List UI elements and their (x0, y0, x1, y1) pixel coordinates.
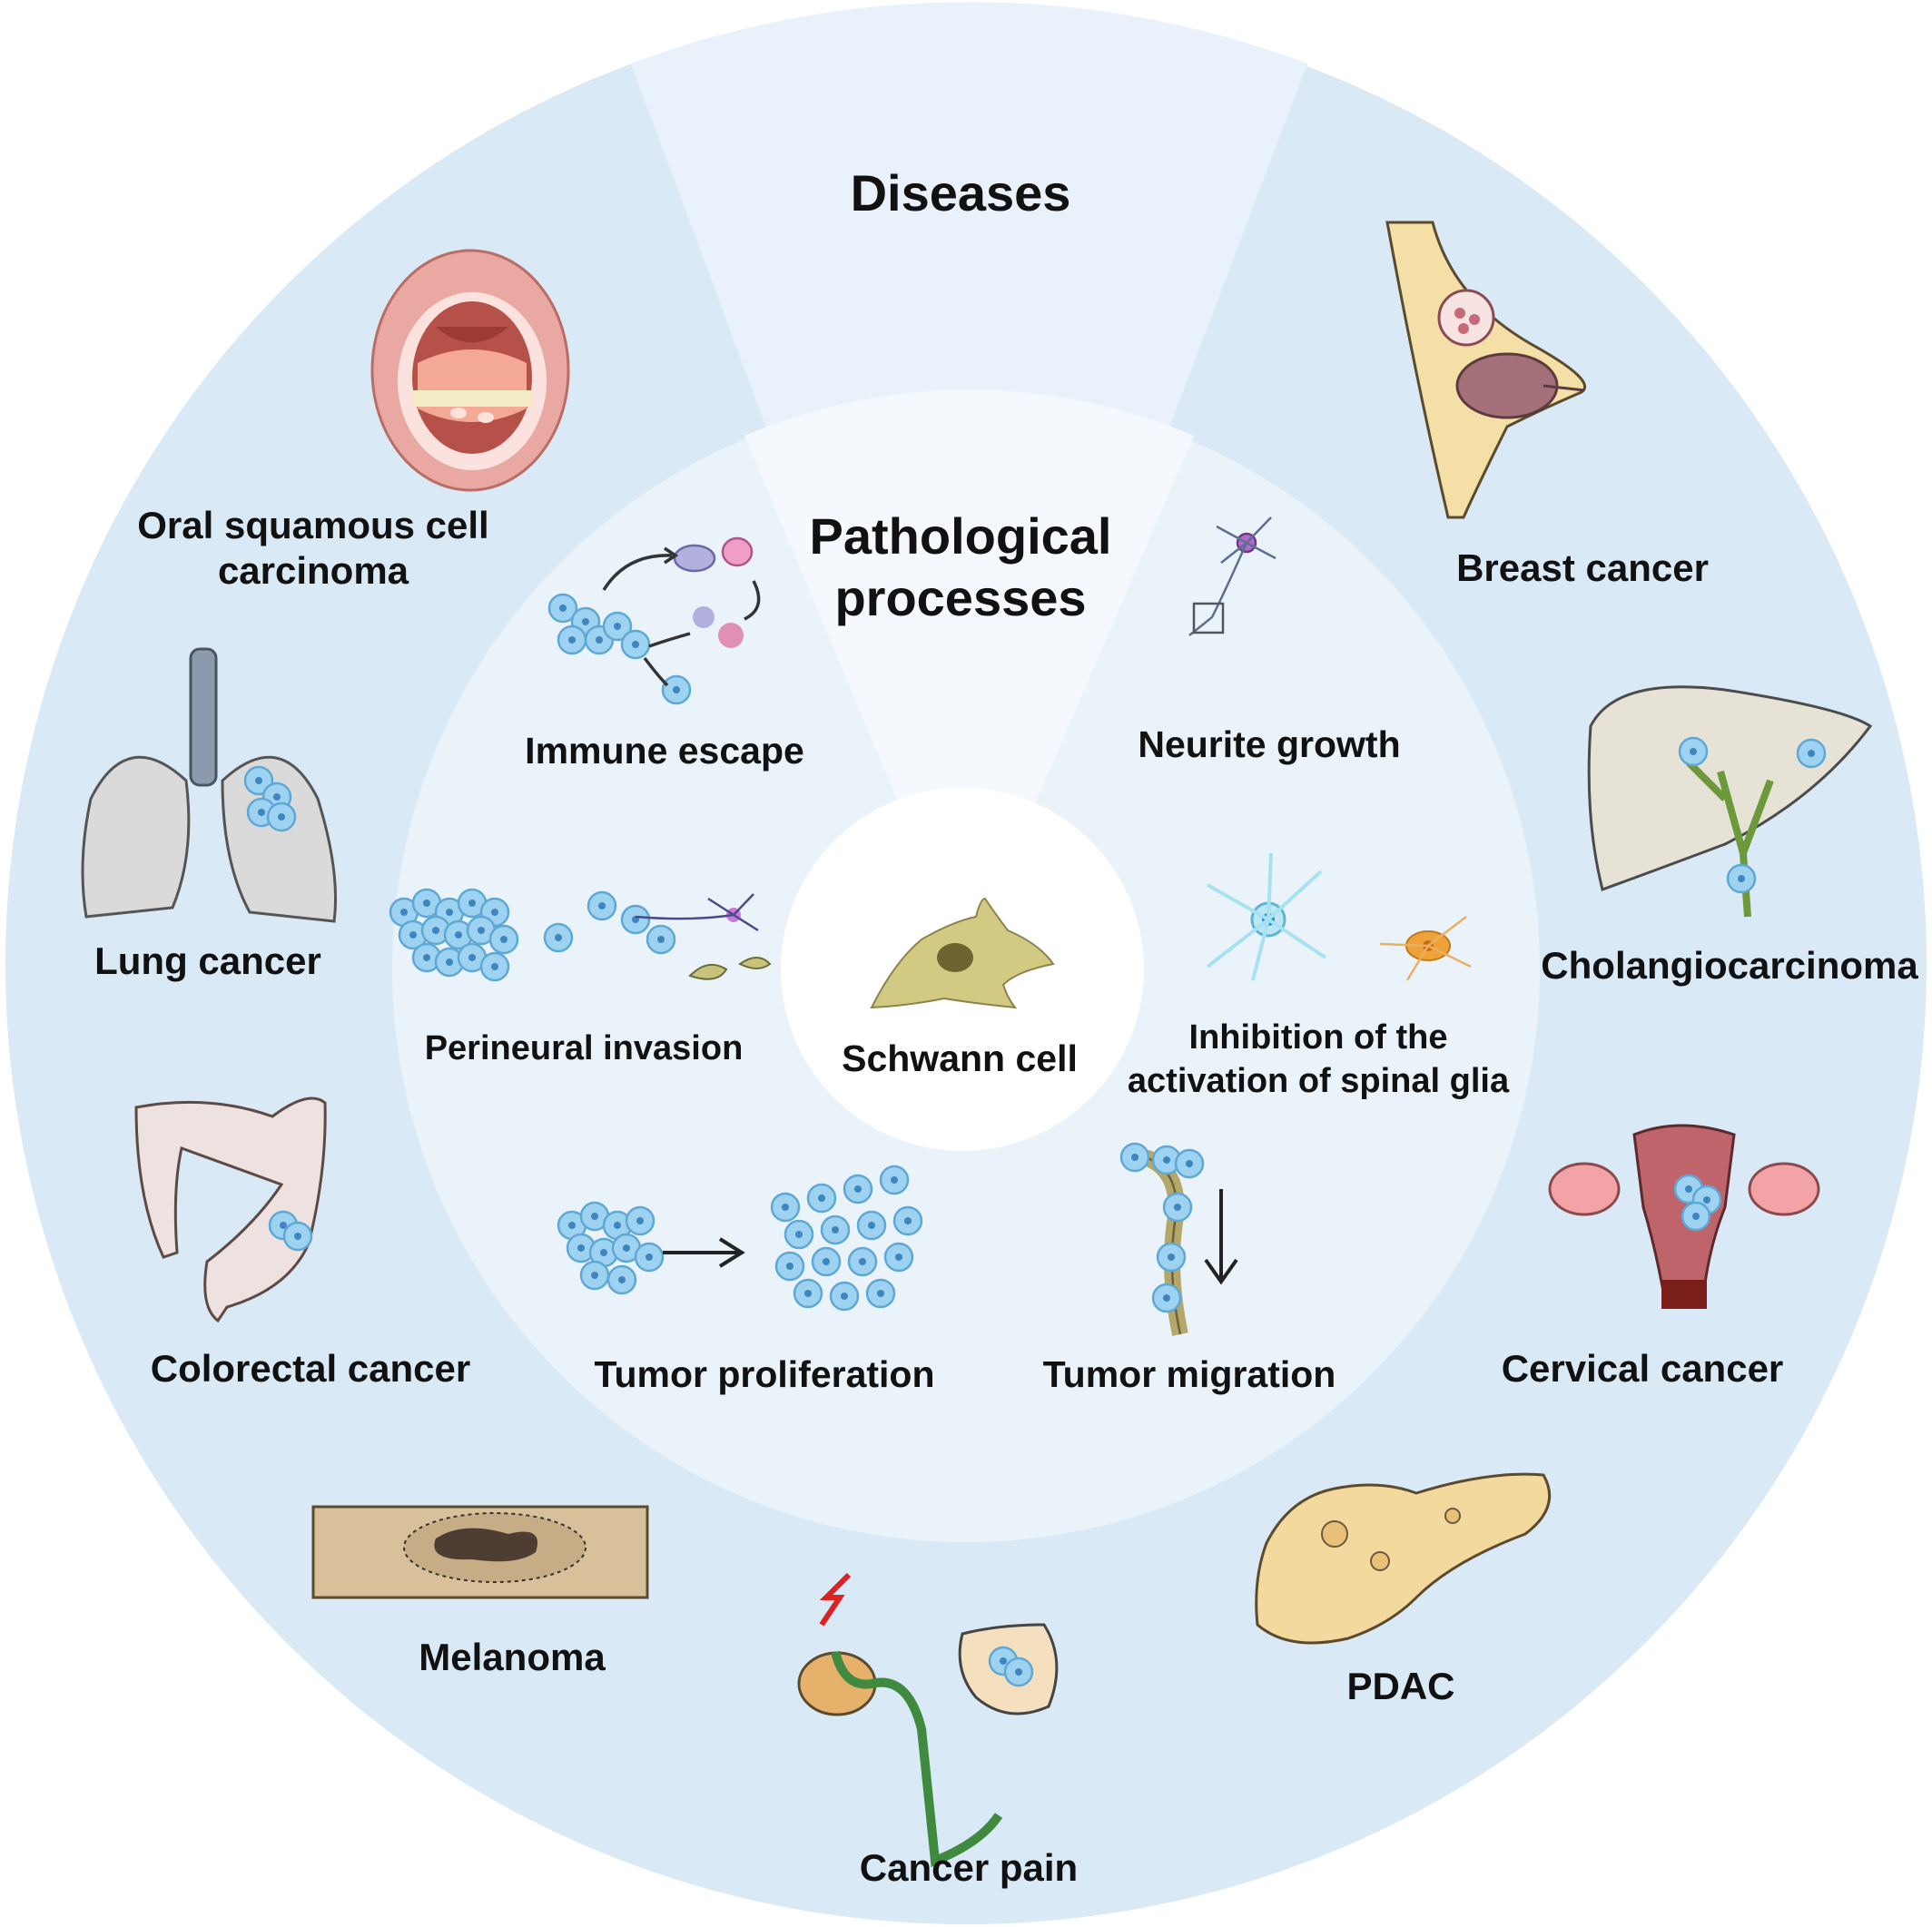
label-immune-escape-line-1: Immune escape (525, 730, 804, 772)
pancreas-icon (1255, 1472, 1552, 1645)
label-colorectal-cancer-line-1: Colorectal cancer (151, 1347, 471, 1390)
immune-cycle-icon (547, 536, 761, 705)
label-lung-cancer: Lung cancer (94, 939, 321, 982)
label-neurite-growth: Neurite growth (1138, 723, 1400, 765)
center-label: Schwann cell (842, 1037, 1078, 1079)
label-neurite-growth-line-1: Neurite growth (1138, 723, 1400, 765)
label-cancer-pain-line-1: Cancer pain (860, 1846, 1078, 1889)
label-melanoma: Melanoma (419, 1636, 606, 1678)
liver-icon (1587, 685, 1873, 918)
label-inhibition-spinal-glia-line-1: Inhibition of the (1189, 1018, 1448, 1057)
schwann-cell-icon (870, 897, 1055, 1009)
spinal-nerve-icon (797, 1572, 1059, 1868)
skin-lesion-icon (311, 1505, 649, 1599)
neuron-icon (1188, 516, 1276, 636)
label-breast-cancer: Breast cancer (1456, 546, 1709, 589)
glia-icon (1206, 852, 1472, 981)
breast-icon (1385, 221, 1587, 519)
label-colorectal-cancer: Colorectal cancer (151, 1347, 471, 1390)
label-inhibition-spinal-glia: Inhibition of the activation of spinal gl… (1128, 1018, 1510, 1100)
label-inhibition-spinal-glia-line-2: activation of spinal glia (1128, 1062, 1510, 1100)
proliferation-icon (557, 1165, 923, 1312)
label-cervical-cancer-line-1: Cervical cancer (1502, 1347, 1784, 1390)
label-lung-cancer-line-1: Lung cancer (94, 939, 321, 982)
label-immune-escape: Immune escape (525, 730, 804, 772)
label-tumor-proliferation: Tumor proliferation (594, 1353, 934, 1395)
diseases-title: Diseases (851, 164, 1071, 221)
label-tumor-proliferation-line-1: Tumor proliferation (594, 1353, 934, 1395)
label-cholangiocarcinoma: Cholangiocarcinoma (1541, 944, 1918, 987)
label-tumor-migration: Tumor migration (1043, 1353, 1336, 1395)
label-oral-squamous-cell-carcinoma-line-2: carcinoma (218, 549, 409, 592)
processes-title-line-2: processes (834, 569, 1086, 626)
label-cancer-pain: Cancer pain (860, 1846, 1078, 1889)
label-cervical-cancer: Cervical cancer (1502, 1347, 1784, 1390)
mouth-icon (370, 249, 570, 492)
colon-icon (134, 1096, 327, 1323)
label-pdac-line-1: PDAC (1346, 1665, 1454, 1707)
label-melanoma-line-1: Melanoma (419, 1636, 606, 1678)
label-pdac: PDAC (1346, 1665, 1454, 1707)
migration-icon (1119, 1142, 1238, 1336)
processes-title-line-1: Pathological (810, 507, 1112, 565)
label-tumor-migration-line-1: Tumor migration (1043, 1353, 1336, 1395)
invasion-icon (389, 888, 772, 982)
uterus-icon (1548, 1124, 1820, 1309)
lungs-icon (81, 647, 337, 923)
label-cholangiocarcinoma-line-1: Cholangiocarcinoma (1541, 944, 1918, 987)
label-breast-cancer-line-1: Breast cancer (1456, 546, 1709, 589)
processes-ring-highlight (744, 389, 1194, 965)
label-oral-squamous-cell-carcinoma-line-1: Oral squamous cell (137, 504, 488, 546)
label-perineural-invasion: Perineural invasion (425, 1029, 744, 1067)
label-perineural-invasion-line-1: Perineural invasion (425, 1029, 744, 1067)
